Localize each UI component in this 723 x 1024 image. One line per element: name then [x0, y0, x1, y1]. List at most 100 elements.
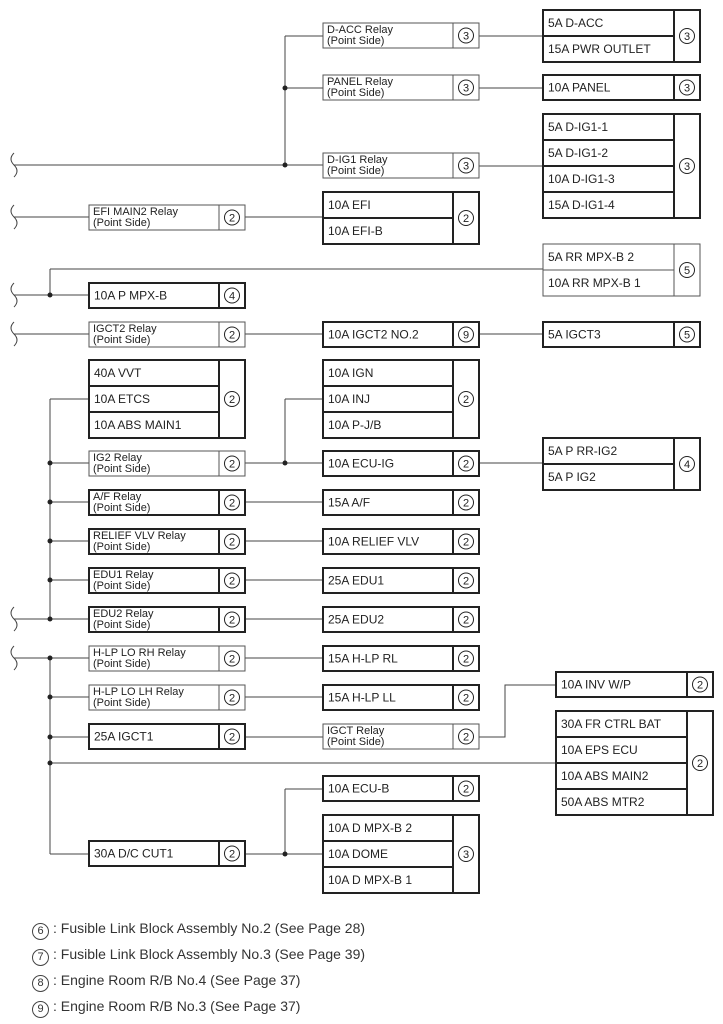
- relay-label: RELIEF VLV Relay: [93, 530, 186, 542]
- location-number: 2: [229, 615, 235, 627]
- relay-label: H-LP LO LH Relay: [93, 686, 184, 698]
- location-number-circle: [692, 755, 708, 771]
- location-number: 4: [684, 459, 690, 471]
- location-number-circle: [224, 689, 240, 706]
- fuse-label: 10A PANEL: [548, 81, 611, 95]
- fuse-label: 15A A/F: [328, 496, 370, 510]
- legend-text: : Fusible Link Block Assembly No.2 (See …: [53, 920, 366, 936]
- location-number-circle: [679, 79, 695, 96]
- location-number-circle: [224, 533, 240, 550]
- location-number: 2: [463, 615, 469, 627]
- source-break-markers: [10, 152, 18, 671]
- relay-label: EDU2 Relay: [93, 608, 154, 620]
- fuse-label: 5A D-IG1-2: [548, 146, 608, 160]
- location-number-circle: [224, 650, 240, 667]
- junction-dot: [282, 851, 288, 857]
- fuse-label: 15A H-LP RL: [328, 652, 398, 666]
- location-number-circle: [679, 262, 695, 278]
- location-number: 2: [229, 498, 235, 510]
- relay-sublabel: (Point Side): [327, 87, 384, 99]
- location-number: 9: [463, 330, 469, 342]
- relay-sublabel: (Point Side): [93, 619, 150, 631]
- location-number-circle: [224, 287, 240, 304]
- location-number: 2: [463, 654, 469, 666]
- location-number-circle: [224, 209, 240, 226]
- legend-number-circle: 7: [32, 949, 49, 966]
- junction-dots: [47, 85, 288, 857]
- fuse-label: 50A ABS MTR2: [561, 795, 645, 809]
- junction-dot: [47, 460, 53, 466]
- location-number: 2: [463, 459, 469, 471]
- legend-number-circle: 6: [32, 923, 49, 940]
- relay-label: IG2 Relay: [93, 452, 142, 464]
- fuse-label: 5A RR MPX-B 2: [548, 250, 634, 264]
- relay-label: D-ACC Relay: [327, 24, 394, 36]
- location-number: 3: [463, 161, 469, 173]
- legend-text: : Engine Room R/B No.4 (See Page 37): [53, 972, 301, 988]
- location-number: 5: [684, 265, 690, 277]
- fuse-label: 10A IGN: [328, 366, 373, 380]
- junction-dot: [47, 499, 53, 505]
- hlprh-relay-box: H-LP LO RH Relay(Point Side)2: [88, 645, 246, 672]
- location-number: 2: [463, 732, 469, 744]
- fuse-label: 5A D-IG1-1: [548, 120, 608, 134]
- legend-text: : Fusible Link Block Assembly No.3 (See …: [53, 946, 366, 962]
- fuse-label: 10A ABS MAIN1: [94, 418, 182, 432]
- igct2-relay-box: IGCT2 Relay(Point Side)2: [88, 321, 246, 348]
- relay-sublabel: (Point Side): [93, 697, 150, 709]
- relay-sublabel: (Point Side): [327, 165, 384, 177]
- panel-relay-box: PANEL Relay(Point Side)3: [322, 74, 480, 101]
- fuse-label: 10A RELIEF VLV: [328, 535, 419, 549]
- location-number-circle: [224, 494, 240, 511]
- legend-item: 8: Engine Room R/B No.4 (See Page 37): [32, 972, 300, 992]
- location-number: 3: [684, 31, 690, 43]
- location-number-circle: [224, 845, 240, 862]
- location-number: 2: [229, 537, 235, 549]
- location-number: 2: [463, 498, 469, 510]
- legend-item: 7: Fusible Link Block Assembly No.3 (See…: [32, 946, 365, 966]
- location-number: 2: [697, 680, 703, 692]
- fuse-label: 25A EDU2: [328, 613, 384, 627]
- fuse-label: 10A D MPX-B 1: [328, 873, 412, 887]
- location-number-circle: [692, 676, 708, 693]
- fuse-label: 15A PWR OUTLET: [548, 42, 651, 56]
- junction-dot: [47, 694, 53, 700]
- location-number-circle: [224, 455, 240, 472]
- location-number-circle: [458, 533, 474, 550]
- fuse-label: 5A P IG2: [548, 470, 596, 484]
- location-number-circle: [458, 572, 474, 589]
- location-number: 2: [229, 654, 235, 666]
- fuse-label: 25A IGCT1: [94, 730, 154, 744]
- location-number-circle: [458, 780, 474, 797]
- relay-label: IGCT2 Relay: [93, 323, 157, 335]
- junction-dot: [47, 655, 53, 661]
- location-number-circle: [458, 611, 474, 628]
- location-number-circle: [224, 611, 240, 628]
- location-number: 2: [463, 213, 469, 225]
- location-number-circle: [458, 846, 474, 862]
- dacc-relay-box: D-ACC Relay(Point Side)3: [322, 22, 480, 49]
- efi-relay-box: EFI MAIN2 Relay(Point Side)2: [88, 204, 246, 231]
- location-number-circle: [458, 326, 474, 343]
- fuse-label: 10A INV W/P: [561, 678, 631, 692]
- location-number: 3: [463, 849, 469, 861]
- fuse-label: 10A ABS MAIN2: [561, 769, 649, 783]
- location-number-circle: [224, 572, 240, 589]
- location-number: 2: [463, 394, 469, 406]
- junction-dot: [47, 734, 53, 740]
- location-number: 3: [684, 83, 690, 95]
- fuse-label: 40A VVT: [94, 366, 142, 380]
